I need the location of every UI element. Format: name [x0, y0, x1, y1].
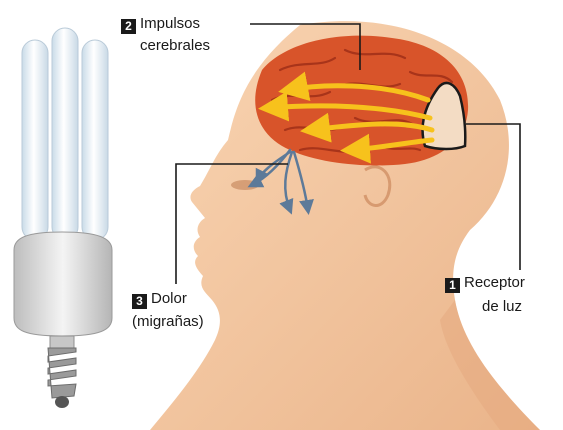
label-impulses-line1: Impulsos	[140, 15, 200, 32]
label-receptor-line2: de luz	[482, 298, 522, 315]
brain-icon	[255, 36, 468, 166]
label-impulses-number: 2	[121, 19, 136, 34]
label-pain-number: 3	[132, 294, 147, 309]
label-pain-line2: (migrañas)	[132, 313, 204, 330]
label-impulses-second-line: cerebrales	[140, 37, 210, 55]
label-receptor: 1 Receptor	[445, 274, 525, 293]
cfl-bulb-icon	[14, 28, 112, 408]
label-receptor-line1: Receptor	[464, 274, 525, 291]
label-pain-second-line: (migrañas)	[132, 313, 204, 331]
label-pain-line1: Dolor	[151, 290, 187, 307]
label-impulses-line2: cerebrales	[140, 37, 210, 54]
label-impulses: 2 Impulsos	[121, 15, 200, 34]
label-receptor-second-line: de luz	[482, 298, 522, 316]
label-receptor-number: 1	[445, 278, 460, 293]
label-pain: 3 Dolor	[132, 290, 187, 309]
